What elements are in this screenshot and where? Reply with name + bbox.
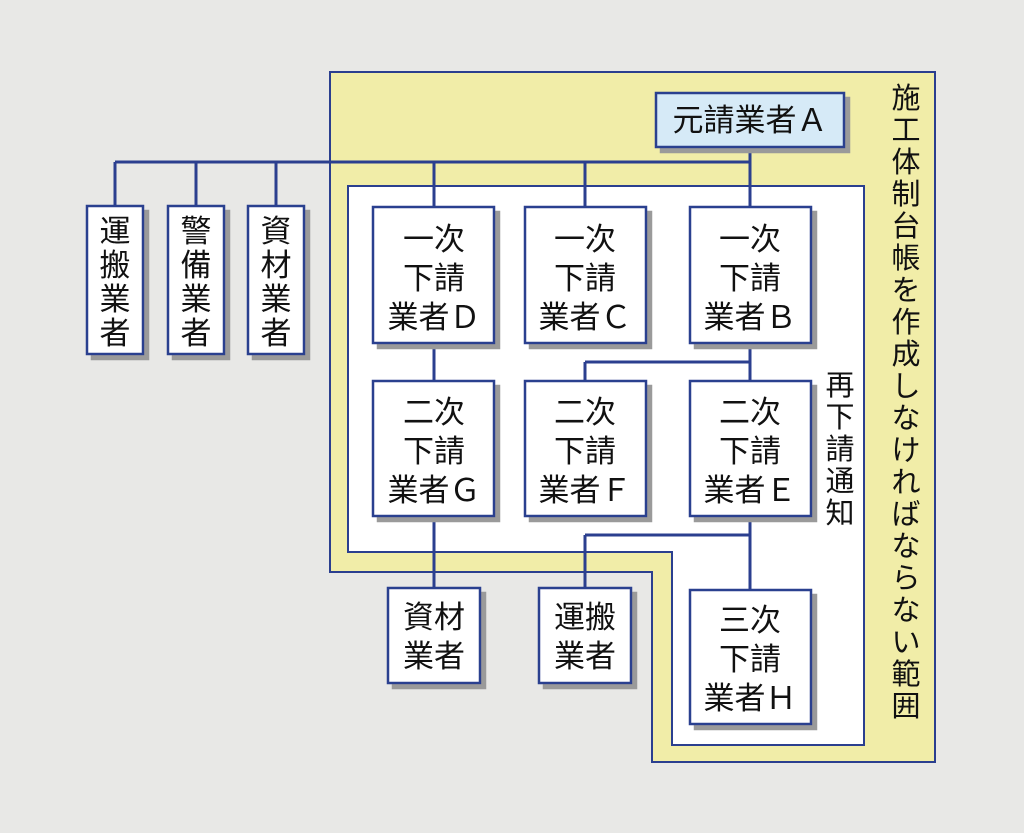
node-label-line-1: 一次 [719,222,781,258]
node-label-line-1: 資材 [403,600,465,636]
node-label-line-1: 二次 [554,395,616,431]
node-second-subcontractor-f: 二次 下請 業者Ｆ [523,379,648,518]
node-label-line-3: 業者Ｄ [388,300,481,336]
node-label: 元請業者Ａ [673,103,828,139]
node-label-line-2: 下請 [719,261,781,297]
node-first-subcontractor-c: 一次 下請 業者Ｃ [523,205,648,345]
node-materials-contractor-top: 資材業者 [246,204,306,356]
node-security-contractor-top: 警備業者 [166,204,226,356]
node-label-line-1: 二次 [403,395,465,431]
node-label-line-3: 業者Ｂ [704,300,797,336]
node-first-subcontractor-b: 一次 下請 業者Ｂ [688,205,813,345]
node-label-line-2: 下請 [403,434,465,470]
node-prime-contractor-a: 元請業者Ａ [654,91,846,149]
node-label-line-3: 業者Ｃ [539,300,632,336]
node-transport-contractor-top: 運搬業者 [85,204,145,356]
node-label-line-2: 下請 [719,642,781,678]
node-label-line-2: 業者 [403,639,465,675]
node-transport-contractor-e: 運搬 業者 [537,586,633,685]
node-label-line-2: 下請 [554,261,616,297]
node-materials-contractor-g: 資材 業者 [386,586,482,685]
node-label-line-2: 下請 [403,261,465,297]
node-label-line-2: 業者 [554,639,616,675]
connector-lines [113,147,752,590]
node-label: 警備業者 [181,214,212,352]
resubcontract-notice-label: 再下請通知 [825,368,854,530]
node-label-line-3: 業者Ｇ [388,473,481,509]
node-label: 運搬業者 [100,214,131,352]
node-label-line-2: 下請 [554,434,616,470]
node-label-line-3: 業者Ｈ [704,681,797,717]
node-label-line-1: 一次 [554,222,616,258]
node-second-subcontractor-g: 二次 下請 業者Ｇ [371,379,496,518]
ledger-scope-label: 施工体制台帳を作成しなければならない範囲 [891,81,920,723]
node-second-subcontractor-e: 二次 下請 業者Ｅ [688,379,813,518]
node-label-line-2: 下請 [719,434,781,470]
node-label-line-1: 一次 [403,222,465,258]
node-label-line-3: 業者Ｆ [539,473,632,509]
node-third-subcontractor-h: 三次 下請 業者Ｈ [688,588,813,726]
node-label-line-1: 運搬 [554,600,616,636]
node-label-line-1: 二次 [719,395,781,431]
node-label: 資材業者 [261,214,292,352]
node-label-line-1: 三次 [719,603,781,639]
node-label-line-3: 業者Ｅ [704,473,797,509]
node-first-subcontractor-d: 一次 下請 業者Ｄ [371,205,496,345]
